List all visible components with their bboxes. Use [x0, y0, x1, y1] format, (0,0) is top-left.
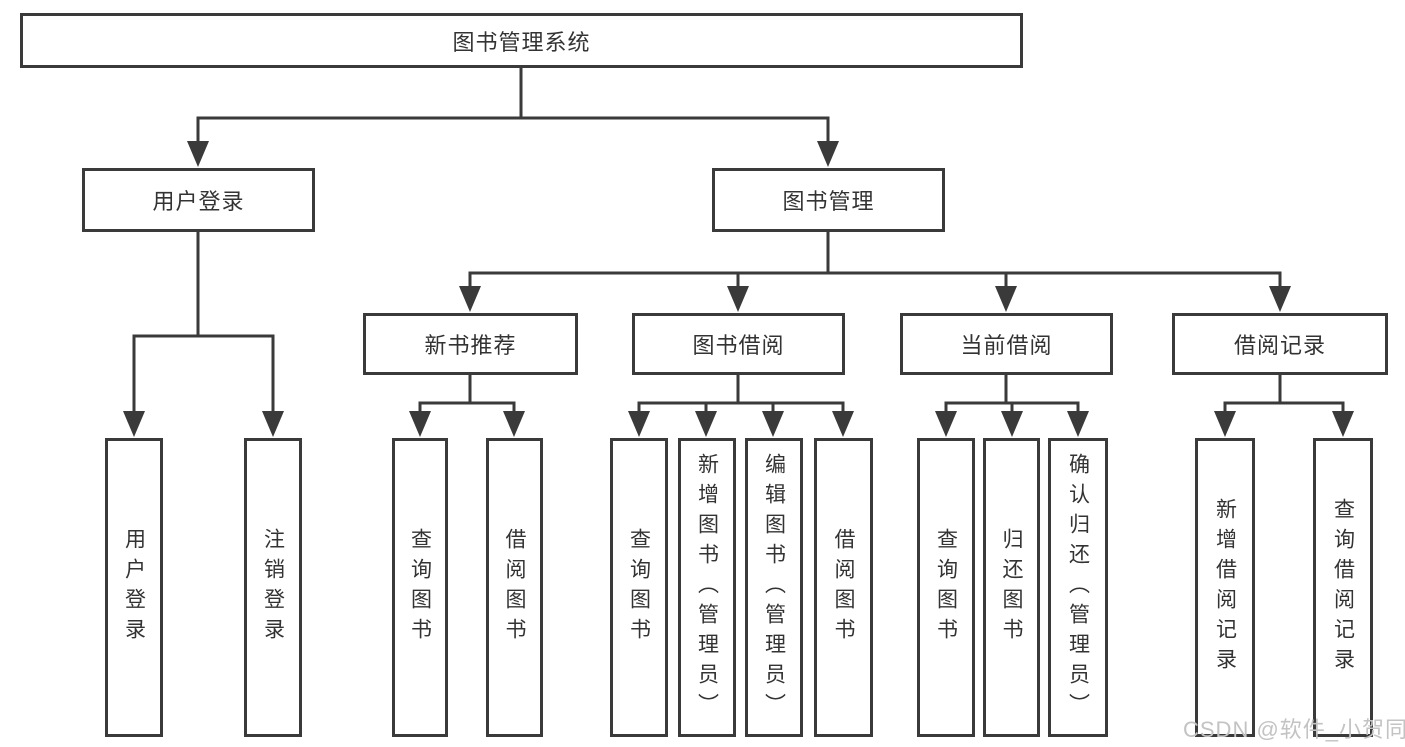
leaf-query-books-borrow-label: 查询图书: [627, 527, 651, 648]
connector-book-management-to-level3: [459, 232, 1291, 312]
arrowhead-icon: [817, 141, 839, 167]
leaf-edit-book-admin-label: 编辑图书（管理员）: [762, 452, 786, 723]
leaf-query-books-borrow: 查询图书: [610, 438, 668, 737]
leaf-add-borrow-record-label: 新增借阅记录: [1213, 497, 1237, 678]
leaf-return-book: 归还图书: [983, 438, 1040, 737]
node-current-borrow-label: 当前借阅: [960, 333, 1053, 358]
connector-line: [196, 116, 830, 146]
arrowhead-icon: [187, 141, 209, 167]
node-book-borrow-label: 图书借阅: [692, 333, 785, 358]
arrowhead-icon: [1214, 411, 1236, 437]
leaf-edit-book-admin: 编辑图书（管理员）: [745, 438, 803, 737]
arrowhead-icon: [459, 286, 481, 312]
arrowhead-icon: [995, 286, 1017, 312]
connector-line: [1223, 401, 1345, 415]
leaf-add-book-admin-label: 新增图书（管理员）: [695, 452, 719, 723]
arrowhead-icon: [1269, 286, 1291, 312]
leaf-confirm-return-admin-label: 确认归还（管理员）: [1066, 452, 1090, 723]
connector-line: [468, 271, 1282, 291]
arrowhead-icon: [1067, 411, 1089, 437]
leaf-query-books-recommend-label: 查询图书: [408, 527, 432, 648]
leaf-borrow-books-recommend-label: 借阅图书: [503, 527, 526, 648]
leaf-query-borrow-record-label: 查询借阅记录: [1331, 497, 1355, 678]
arrowhead-icon: [262, 411, 284, 437]
arrowhead-icon: [935, 411, 957, 437]
arrowhead-icon: [695, 411, 717, 437]
arrowhead-icon: [503, 411, 525, 437]
leaf-borrow-books-recommend: 借阅图书: [486, 438, 543, 737]
node-book-management-label: 图书管理: [782, 189, 875, 214]
leaf-borrow-books-borrow: 借阅图书: [814, 438, 873, 737]
node-book-borrow: 图书借阅: [632, 313, 845, 375]
arrowhead-icon: [832, 411, 854, 437]
leaf-user-login: 用户登录: [105, 438, 163, 737]
arrowhead-icon: [628, 411, 650, 437]
leaf-add-borrow-record: 新增借阅记录: [1195, 438, 1255, 737]
leaf-query-books-recommend: 查询图书: [392, 438, 448, 737]
connector-current-borrow-to-leaves: [935, 375, 1089, 437]
connector-line: [637, 401, 845, 415]
connector-new-book-recommend-to-leaves: [409, 375, 525, 437]
leaf-confirm-return-admin: 确认归还（管理员）: [1048, 438, 1108, 737]
node-root-label: 图书管理系统: [452, 29, 591, 55]
csdn-watermark: CSDN @软件_小贺同学: [1183, 717, 1405, 742]
arrowhead-icon: [727, 286, 749, 312]
arrowhead-icon: [123, 411, 145, 437]
node-root: 图书管理系统: [20, 13, 1023, 68]
node-new-book-recommend: 新书推荐: [363, 313, 578, 375]
arrowhead-icon: [762, 411, 784, 437]
leaf-return-book-label: 归还图书: [1000, 527, 1023, 648]
connector-user-login-to-leaves: [123, 232, 284, 437]
connector-book-borrow-to-leaves: [628, 375, 854, 437]
node-new-book-recommend-label: 新书推荐: [424, 333, 517, 358]
node-user-login-label: 用户登录: [152, 189, 245, 214]
leaf-add-book-admin: 新增图书（管理员）: [678, 438, 736, 737]
connector-line: [132, 334, 275, 415]
leaf-borrow-books-borrow-label: 借阅图书: [832, 527, 855, 648]
connector-borrow-records-to-leaves: [1214, 375, 1354, 437]
node-borrow-records-label: 借阅记录: [1233, 333, 1326, 358]
connector-line: [418, 401, 516, 415]
leaf-query-borrow-record: 查询借阅记录: [1313, 438, 1373, 737]
connector-root-to-level2: [187, 68, 839, 167]
arrowhead-icon: [1001, 411, 1023, 437]
leaf-query-books-current-label: 查询图书: [934, 527, 958, 648]
leaf-logout: 注销登录: [244, 438, 302, 737]
node-borrow-records: 借阅记录: [1172, 313, 1388, 375]
arrowhead-icon: [409, 411, 431, 437]
node-book-management: 图书管理: [712, 168, 945, 232]
node-current-borrow: 当前借阅: [900, 313, 1113, 375]
arrowhead-icon: [1332, 411, 1354, 437]
leaf-logout-label: 注销登录: [261, 527, 285, 648]
leaf-query-books-current: 查询图书: [917, 438, 975, 737]
leaf-user-login-label: 用户登录: [122, 527, 146, 648]
node-user-login: 用户登录: [82, 168, 315, 232]
